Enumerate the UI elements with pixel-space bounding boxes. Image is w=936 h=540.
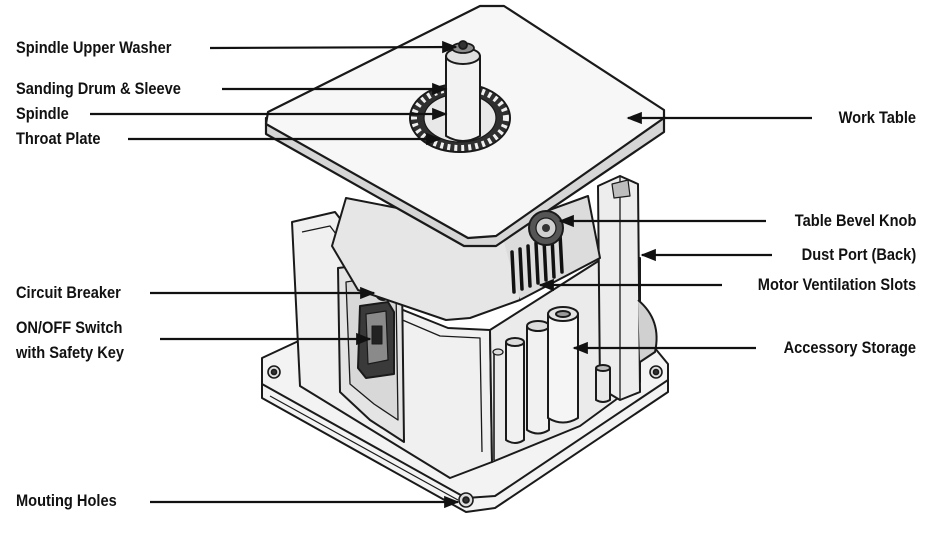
label-table-bevel-knob: Table Bevel Knob [794, 211, 916, 230]
switch-panel [337, 261, 405, 443]
accessory-storage [492, 306, 611, 460]
label-sanding-drum-sleeve: Sanding Drum & Sleeve [16, 79, 181, 98]
label-throat-plate: Throat Plate [16, 129, 101, 148]
label-mounting-holes: Mouting Holes [16, 491, 117, 510]
leader-lines [90, 40, 812, 509]
leader-spindle-upper-washer [209, 40, 458, 54]
column [597, 175, 658, 401]
label-spindle-upper-washer: Spindle Upper Washer [16, 38, 172, 57]
sanding-drum [445, 47, 481, 142]
label-dust-port: Dust Port (Back) [801, 245, 916, 264]
dust-port [637, 299, 658, 363]
motor-ventilation-slots [510, 232, 564, 294]
label-spindle: Spindle [16, 104, 69, 123]
label-motor-ventilation-slots: Motor Ventilation Slots [757, 275, 916, 294]
label-work-table: Work Table [838, 108, 916, 127]
label-on-off-switch: ON/OFF Switch [16, 318, 123, 337]
label-circuit-breaker: Circuit Breaker [16, 283, 121, 302]
table-bevel-knob [528, 210, 564, 246]
label-safety-key: with Safety Key [16, 343, 125, 362]
label-accessory-storage: Accessory Storage [783, 338, 916, 357]
